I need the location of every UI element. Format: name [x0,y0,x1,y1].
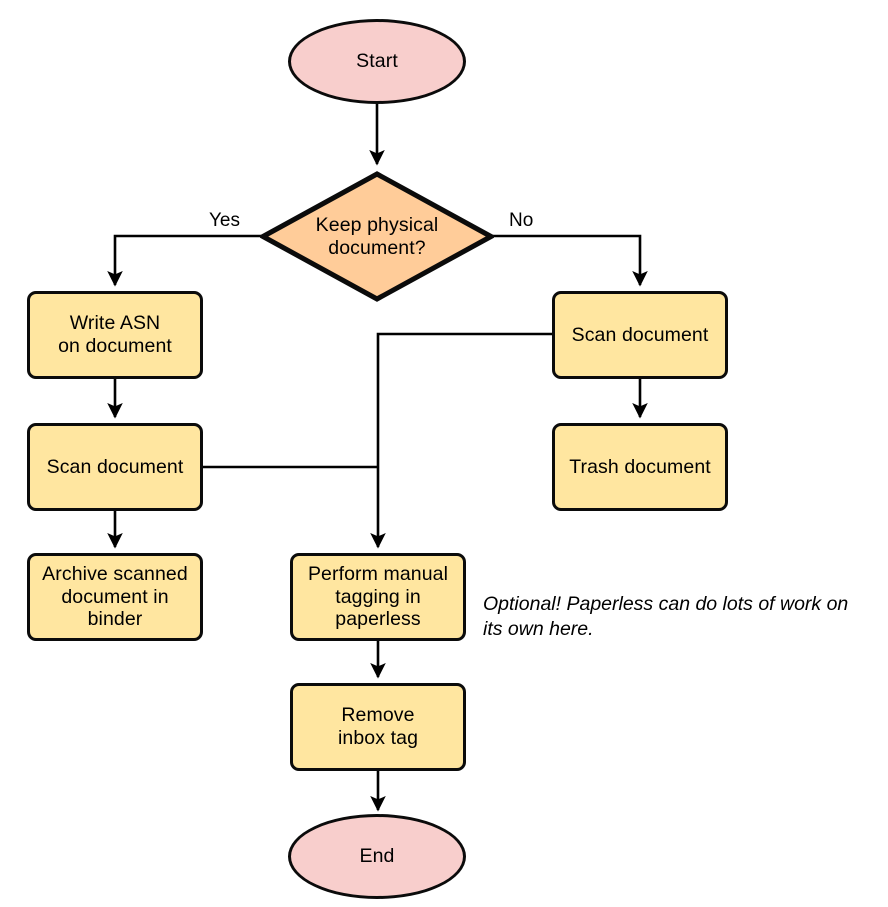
node-write-asn-on-document[interactable]: Write ASN on document [27,291,203,379]
node-scan-document-left-label: Scan document [46,455,184,478]
edge-label-no: No [509,210,534,231]
node-decision-keep-physical-document[interactable]: Keep physical document? [260,171,494,302]
node-scan-document-right-label: Scan document [571,323,709,346]
node-scan-document-right[interactable]: Scan document [552,291,728,379]
node-trash-document-label: Trash document [569,455,711,478]
node-trash-document[interactable]: Trash document [552,423,728,511]
edge-label-yes: Yes [209,210,240,231]
node-scan-document-left[interactable]: Scan document [27,423,203,511]
edge-decision-yes-to-write-asn [107,234,263,287]
node-remove-inbox-tag[interactable]: Remove inbox tag [290,683,466,771]
node-end[interactable]: End [288,814,466,899]
node-end-label: End [359,845,395,868]
node-archive-scanned-document[interactable]: Archive scanned document in binder [27,553,203,641]
node-archive-label: Archive scanned document in binder [42,562,188,631]
node-write-asn-label: Write ASN on document [58,312,172,357]
node-decision-label: Keep physical document? [315,213,439,259]
edge-decision-no-to-scan-right [491,234,648,287]
node-manual-tagging-label: Perform manual tagging in paperless [307,562,449,631]
node-perform-manual-tagging[interactable]: Perform manual tagging in paperless [290,553,466,641]
node-start[interactable]: Start [288,19,466,104]
edge-scan-right-to-manual-tagging [370,332,552,549]
annotation-optional-note: Optional! Paperless can do lots of work … [483,593,849,641]
node-start-label: Start [356,50,398,73]
diamond-shape [260,171,494,302]
node-remove-inbox-label: Remove inbox tag [337,704,419,749]
